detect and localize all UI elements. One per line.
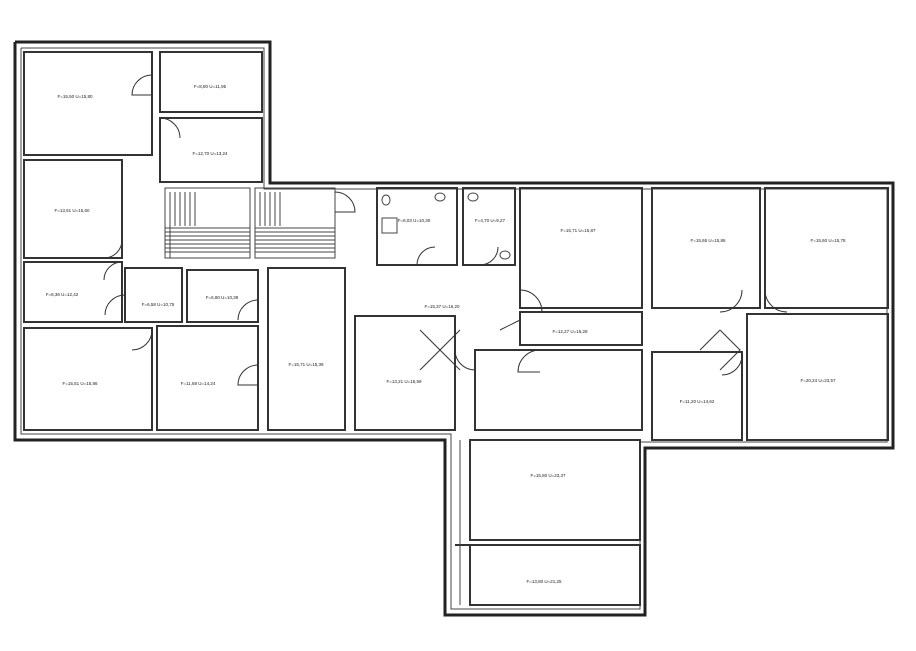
staircase — [164, 187, 336, 259]
room-5 — [23, 261, 123, 323]
room-13 — [519, 311, 643, 346]
room-15 — [651, 187, 761, 309]
room-label: F=15,37 U=16,20 — [424, 304, 460, 309]
annex-partition — [455, 440, 640, 605]
sanitary-fixtures — [381, 192, 511, 260]
room-label: F=15,71 U=15,87 — [560, 228, 596, 233]
room-6 — [23, 327, 153, 431]
room-label: F=6,03 U=10,30 — [398, 218, 431, 223]
annex-room-1 — [469, 439, 641, 541]
room-3 — [159, 117, 263, 183]
room-12 — [519, 187, 643, 309]
room-label: F=4,70 U=9,27 — [475, 218, 506, 223]
room-label: F=20,24 U=23,57 — [800, 378, 836, 383]
room-label: F=15,50 U=15,80 — [57, 94, 93, 99]
room-label: F=11,68 U=14,24 — [181, 381, 216, 386]
room-10 — [267, 267, 346, 431]
exterior-wall — [13, 40, 895, 617]
doors — [103, 74, 788, 386]
room-18 — [746, 313, 889, 441]
room-label: F=8,36 U=12,42 — [46, 292, 79, 297]
wc-2 — [462, 187, 516, 266]
room-4 — [23, 159, 123, 259]
room-label: F=6,58 U=10,75 — [142, 302, 175, 307]
room-2 — [159, 51, 263, 113]
room-label: F=8,80 U=11,95 — [194, 84, 227, 89]
room-label: F=6,80 U=10,38 — [206, 295, 239, 300]
room-label: F=13,21 U=15,59 — [386, 379, 422, 384]
room-label: F=12,27 U=15,28 — [552, 329, 588, 334]
room-label: F=15,80 U=23,37 — [530, 473, 566, 478]
room-label: F=13,80 U=21,25 — [526, 579, 562, 584]
room-8 — [186, 269, 259, 323]
room-17 — [651, 351, 743, 441]
room-label: F=15,71 U=15,39 — [288, 362, 324, 367]
room-9 — [124, 267, 183, 323]
room-1 — [23, 51, 153, 156]
room-label: F=15,65 U=15,86 — [690, 238, 726, 243]
annex-room-2 — [469, 544, 641, 606]
room-11 — [354, 315, 456, 431]
room-7 — [156, 325, 259, 431]
room-label: F=15,60 U=15,78 — [810, 238, 846, 243]
wc-1 — [376, 187, 458, 266]
room-14 — [474, 349, 643, 431]
room-label: F=12,70 U=13,24 — [192, 151, 228, 156]
room-label: F=15,51 U=15,86 — [62, 381, 98, 386]
room-16 — [764, 187, 889, 309]
room-labels: F=15,50 U=15,80 F=8,80 U=11,95 F=12,70 U… — [46, 84, 846, 584]
room-label: F=11,20 U=14,62 — [680, 399, 715, 404]
rooms — [23, 51, 889, 606]
room-label: F=13,51 U=15,60 — [54, 208, 90, 213]
